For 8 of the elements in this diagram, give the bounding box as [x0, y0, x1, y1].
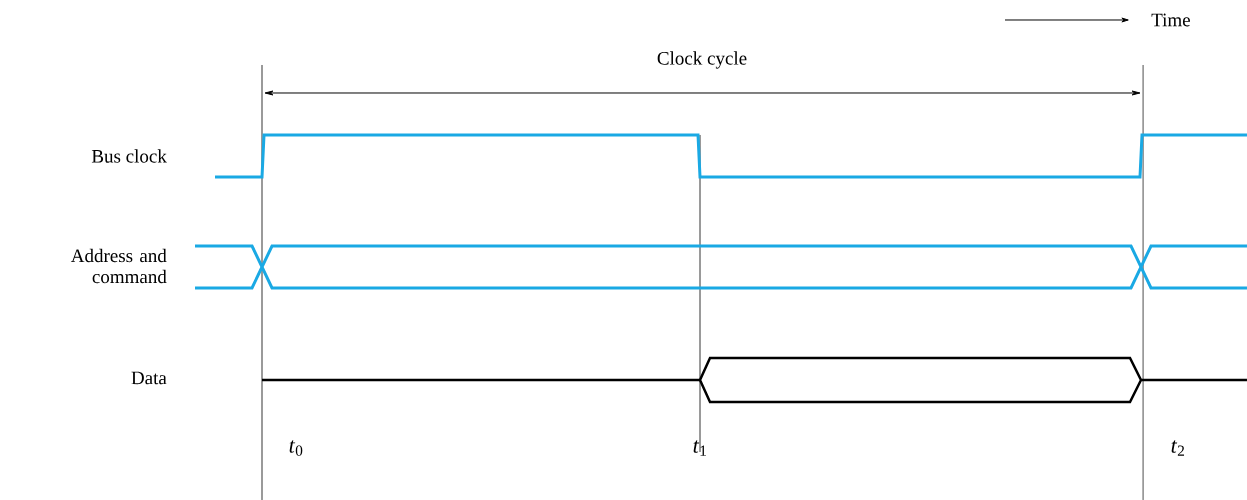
time-point-label: t$_{0}$	[289, 440, 303, 456]
time-point-label: t$_{1}$	[693, 440, 706, 456]
signal-label: Bus clock	[91, 149, 167, 163]
time-label: Time	[1151, 13, 1190, 27]
signal-label: Data	[131, 371, 167, 385]
time-point-label: t$_{2}$	[1171, 440, 1185, 456]
signal-label: Address and command	[70, 248, 167, 284]
dimension-label: Clock cycle	[657, 51, 747, 69]
